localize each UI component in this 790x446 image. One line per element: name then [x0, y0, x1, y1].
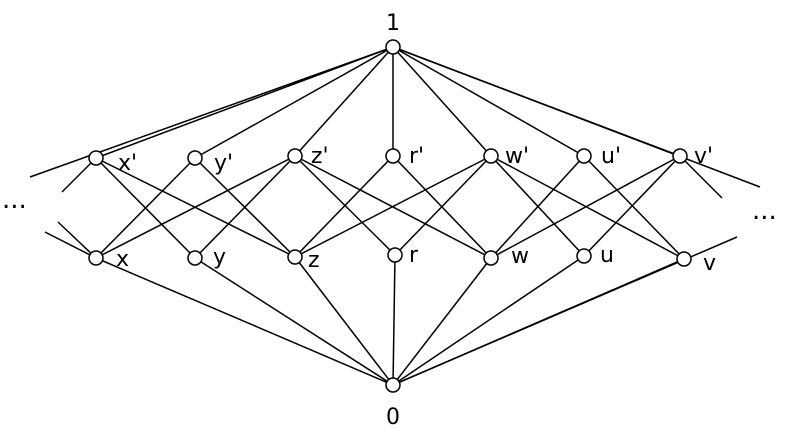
left-ellipsis: ...: [2, 185, 27, 215]
edge-vp-w: [490, 155, 681, 259]
label-rp: r': [409, 144, 424, 169]
edge-wp-z: [294, 155, 492, 258]
edge-bottom-w: [392, 257, 492, 386]
edge-zp-x: [95, 155, 296, 259]
edge-top-left-stub: [29, 46, 394, 178]
label-top: 1: [386, 11, 400, 36]
edge-bottom-x: [95, 257, 394, 386]
edge-vp-stub: [679, 155, 723, 199]
edge-up-v: [583, 155, 685, 260]
label-y: y: [213, 245, 226, 270]
edge-wp-v: [490, 155, 685, 260]
label-x: x: [116, 247, 129, 272]
node-xp: [88, 150, 104, 166]
edge-bottom-r: [392, 254, 396, 386]
label-bottom: 0: [386, 405, 400, 430]
edge-bottom-u: [392, 255, 585, 386]
node-v: [676, 251, 692, 267]
label-wp: w': [505, 144, 529, 169]
node-yp: [187, 150, 203, 166]
label-yp: y': [214, 151, 233, 176]
node-wp: [483, 148, 499, 164]
edge-up-w: [490, 155, 585, 259]
edge-vp-u: [583, 155, 681, 257]
node-vp: [672, 148, 688, 164]
edge-top-up: [392, 46, 585, 157]
edge-top-yp: [194, 46, 394, 159]
node-z: [287, 249, 303, 265]
node-bottom: [385, 377, 401, 393]
edge-yp-x: [95, 157, 196, 259]
node-top: [385, 39, 401, 55]
right-ellipsis: ...: [752, 196, 777, 226]
label-u: u: [600, 243, 614, 268]
label-zp: z': [311, 144, 329, 169]
edge-wp-r: [394, 155, 492, 256]
label-vp: v': [694, 144, 713, 169]
label-up: u': [601, 144, 621, 169]
node-up: [576, 148, 592, 164]
node-rp: [385, 148, 401, 164]
label-w: w: [511, 244, 529, 269]
label-z: z: [308, 248, 320, 273]
edge-top-wp: [392, 46, 492, 157]
label-v: v: [703, 251, 716, 276]
edge-x-stub: [44, 231, 97, 259]
node-x: [88, 250, 104, 266]
edge-rp-z: [294, 155, 394, 258]
edge-zp-y: [194, 155, 296, 259]
node-w: [483, 250, 499, 266]
edge-top-zp: [294, 46, 394, 157]
node-r: [387, 247, 403, 263]
edge-xp-stub: [61, 157, 97, 193]
node-u: [576, 248, 592, 264]
edge-top-right-stub: [392, 46, 761, 188]
label-r: r: [409, 243, 419, 268]
node-y: [187, 250, 203, 266]
label-xp: x': [118, 151, 137, 176]
edge-bottom-y: [194, 257, 394, 386]
edge-x-stub-2: [57, 221, 97, 259]
edge-bottom-z: [294, 256, 394, 386]
node-zp: [287, 148, 303, 164]
